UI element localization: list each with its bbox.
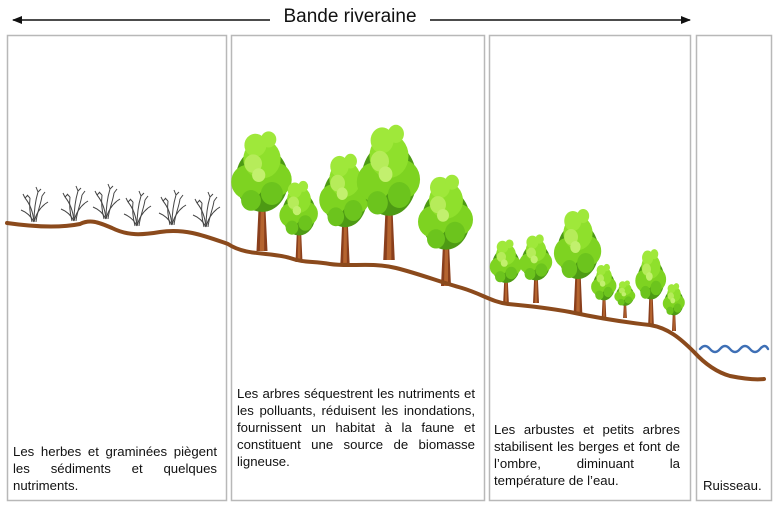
- tree-icon: [231, 131, 292, 251]
- caption-arbustes: Les arbustes et petits arbres stabilisen…: [494, 422, 680, 488]
- tree-icon: [356, 124, 421, 260]
- tree-icon: [635, 249, 667, 324]
- grass-tuft-icon: [158, 189, 187, 226]
- tree-icon: [418, 174, 473, 286]
- grass-tuft-icon: [92, 183, 121, 220]
- grass-tuft-icon: [192, 191, 221, 228]
- zone-panel-ruisseau: [695, 34, 773, 502]
- zone-panel-arbustes: [488, 34, 692, 502]
- tree-icon: [591, 263, 617, 318]
- caption-herbes: Les herbes et graminées piègent les sédi…: [13, 444, 217, 493]
- ground-line: [5, 219, 766, 382]
- caption-ruisseau: Ruisseau.: [703, 478, 762, 493]
- grass-tuft-icon: [123, 190, 152, 227]
- water-wave-icon: [698, 344, 770, 354]
- grass-tuft-icon: [60, 185, 89, 222]
- shrubs: [489, 209, 685, 331]
- tree-icon: [553, 209, 602, 313]
- tree-icon: [614, 280, 636, 318]
- tree-icon: [489, 239, 522, 304]
- tree-icon: [519, 234, 553, 303]
- diagram-title: Bande riveraine: [0, 6, 700, 28]
- zone-panel-herbes: [6, 34, 228, 502]
- caption-arbres: Les arbres séquestrent les nutriments et…: [237, 386, 475, 469]
- grass-tuft-icon: [20, 186, 49, 223]
- tree-icon: [662, 283, 685, 331]
- trees: [231, 124, 473, 286]
- grass-tufts: [20, 183, 221, 228]
- zone-panel-arbres: [230, 34, 486, 502]
